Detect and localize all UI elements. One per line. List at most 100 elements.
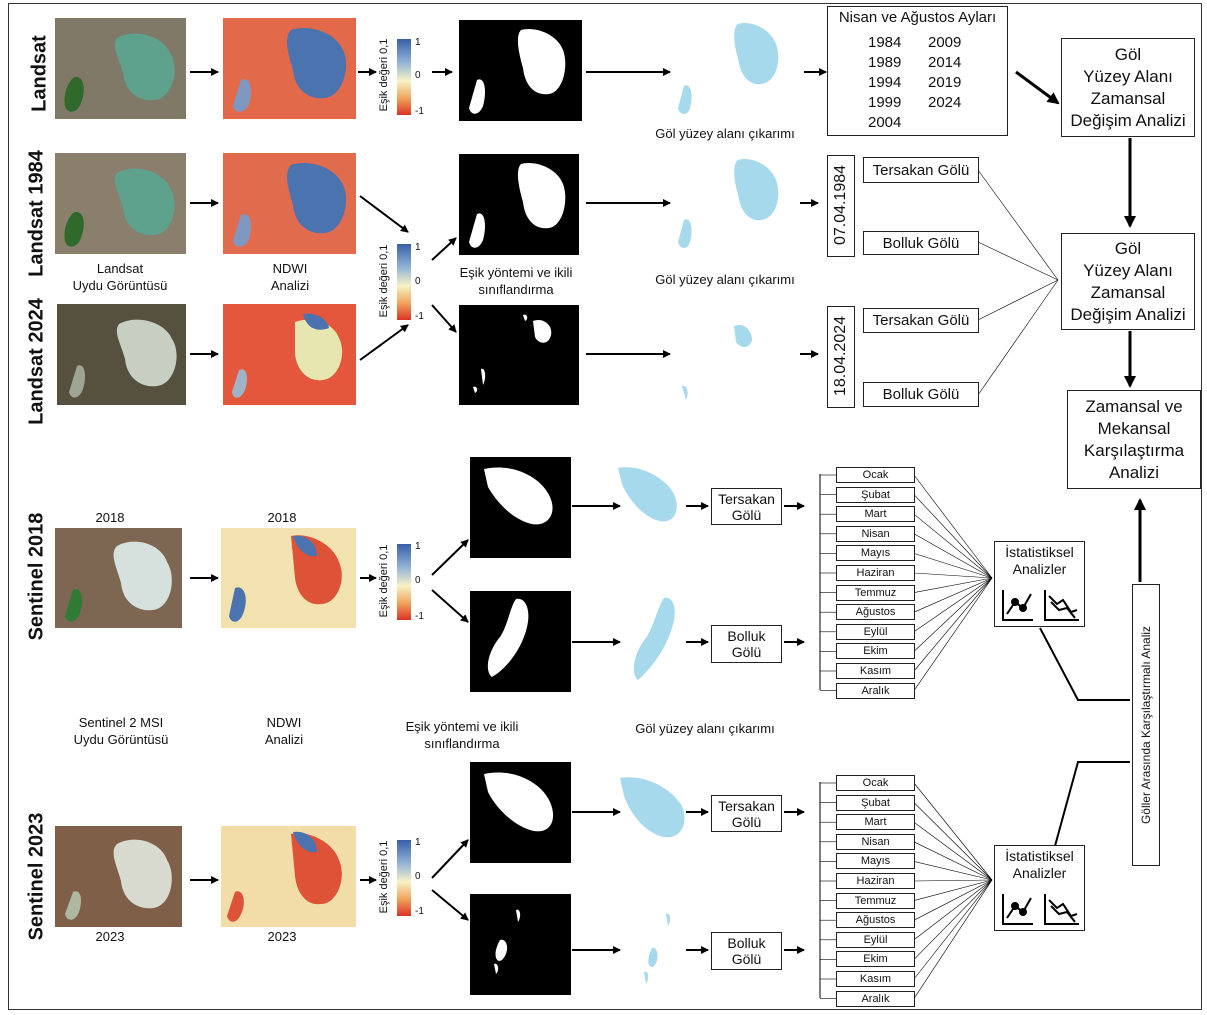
comparison-box — [1132, 584, 1160, 866]
figure-frame — [8, 3, 1202, 1010]
statistical-analysis-label: İstatistiksel Analizler — [1005, 544, 1074, 577]
arrow — [431, 839, 469, 879]
month-box: Kasım — [836, 663, 915, 679]
arrow — [431, 304, 457, 333]
colorbar-tick-max: 1 — [415, 541, 421, 552]
row-label-landsat-2024: Landsat 2024 — [25, 298, 48, 425]
binary-mask-landsat-2024 — [459, 305, 579, 405]
year-item — [928, 114, 988, 131]
date-label-2024: 18.04.2024 — [832, 315, 849, 397]
month-box: Haziran — [836, 565, 915, 581]
date-box-2024 — [827, 306, 855, 408]
colorbar — [397, 244, 411, 320]
years-box-title: Nisan ve Ağustos Ayları — [838, 9, 997, 26]
satellite-image-sentinel-2023 — [55, 826, 182, 927]
satellite-image-landsat-1984 — [55, 153, 186, 254]
colorbar — [397, 39, 411, 115]
colorbar-tick-max: 1 — [415, 37, 421, 48]
caption-ndwi: NDWI Analizi — [270, 261, 310, 293]
year-item: 2014 — [928, 54, 962, 71]
thin-lines — [820, 169, 1059, 999]
ndwi-image-sentinel-2018 — [221, 528, 356, 628]
month-box: Aralık — [836, 990, 915, 1007]
caption-threshold: Eşik yöntemi ve ikili sınıflandırma — [459, 265, 573, 297]
colorbar-tick-max: 1 — [415, 837, 421, 848]
month-connector — [913, 841, 993, 881]
colorbar-label: Eşik değeri 0,1 — [378, 544, 390, 618]
comparison-label: Göller Arasında Karşılaştırmalı Analiz — [1139, 625, 1153, 825]
month-box: Ekim — [836, 951, 915, 968]
month-connector — [913, 879, 993, 941]
binary-mask-landsat-1984 — [459, 154, 579, 255]
month-connector — [913, 474, 993, 579]
month-connector — [913, 494, 993, 579]
arrow — [359, 195, 409, 233]
binary-mask-sentinel-2023-bolluk — [470, 894, 571, 995]
satellite-image-sentinel-2018 — [55, 528, 182, 628]
month-connector — [913, 577, 993, 691]
month-box: Ağustos — [836, 912, 915, 929]
satellite-image-landsat-2024 — [57, 304, 186, 405]
month-box: Kasım — [836, 971, 915, 987]
colorbar-tick-min: -1 — [415, 906, 424, 917]
caption-ndwi: NDWI Analizi — [264, 715, 304, 747]
colorbar-label: Eşik değeri 0,1 — [378, 38, 390, 112]
year-item: 1999 — [868, 94, 902, 111]
row-label-landsat: Landsat — [28, 35, 51, 112]
month-box: Ocak — [836, 775, 915, 791]
caption-sentinel-image: Sentinel 2 MSI Uydu Görüntüsü — [73, 715, 169, 747]
year-item: 1994 — [868, 74, 902, 91]
colorbar-tick-min: -1 — [415, 311, 424, 322]
ndwi-image-landsat — [223, 18, 356, 119]
month-box: Aralık — [836, 682, 915, 699]
month-connector — [913, 572, 993, 579]
caption-extraction: Göl yüzey alanı çıkarımı — [655, 126, 795, 141]
month-connector — [913, 577, 993, 652]
lake-box-tersakan: Tersakan Gölü — [863, 157, 979, 183]
colorbar-tick-mid: 0 — [415, 70, 421, 81]
caption-year: 2023 — [267, 929, 297, 944]
arrow — [359, 324, 409, 361]
colorbar-tick-mid: 0 — [415, 575, 421, 586]
year-item: 2019 — [928, 74, 962, 91]
binary-mask-sentinel-2023-tersakan — [470, 762, 571, 863]
statistical-analysis-box: İstatistiksel Analizler — [994, 541, 1085, 627]
spatiotemporal-analysis-box: Zamansal ve Mekansal Karşılaştırma Anali… — [1067, 390, 1201, 489]
month-connector — [913, 821, 993, 881]
arrow — [431, 889, 469, 921]
binary-mask-landsat — [459, 20, 582, 121]
lake-extraction-sentinel-2023-tersakan — [612, 770, 698, 862]
month-connector — [913, 879, 993, 882]
binary-mask-sentinel-2018-bolluk — [470, 591, 571, 692]
lake-box-tersakan: Tersakan Gölü — [711, 488, 782, 525]
colorbar-tick-min: -1 — [415, 611, 424, 622]
date-label-1984: 07.04.1984 — [832, 164, 849, 246]
trend-down-icon — [1044, 590, 1079, 621]
month-box: Ocak — [836, 467, 915, 483]
month-box: Eylül — [836, 931, 915, 948]
month-box: Ekim — [836, 643, 915, 660]
caption-extraction: Göl yüzey alanı çıkarımı — [635, 721, 775, 736]
year-item: 1989 — [868, 54, 902, 71]
month-connector — [913, 553, 993, 579]
lake-extraction-sentinel-2018-bolluk — [620, 592, 690, 692]
lake-box-tersakan: Tersakan Gölü — [863, 308, 979, 333]
month-box: Mart — [836, 814, 915, 831]
lake-extraction-sentinel-2023-bolluk — [630, 908, 690, 1002]
month-box: Eylül — [836, 623, 915, 640]
month-box: Temmuz — [836, 584, 915, 601]
caption-year: 2018 — [267, 510, 297, 525]
year-item: 2004 — [868, 114, 902, 131]
month-box: Mart — [836, 506, 915, 523]
caption-threshold: Eşik yöntemi ve ikili sınıflandırma — [405, 719, 519, 751]
statistical-analysis-box: İstatistiksel Analizler — [994, 845, 1085, 931]
lake-extraction-landsat — [672, 18, 802, 134]
lake-box-bolluk: Bolluk Gölü — [711, 932, 782, 970]
month-box: Haziran — [836, 873, 915, 889]
colorbar-tick-min: -1 — [415, 106, 424, 117]
month-connector — [913, 577, 993, 633]
colorbar-label: Eşik değeri 0,1 — [378, 840, 390, 914]
colorbar — [397, 840, 411, 916]
line-chart-icon — [1002, 590, 1033, 621]
